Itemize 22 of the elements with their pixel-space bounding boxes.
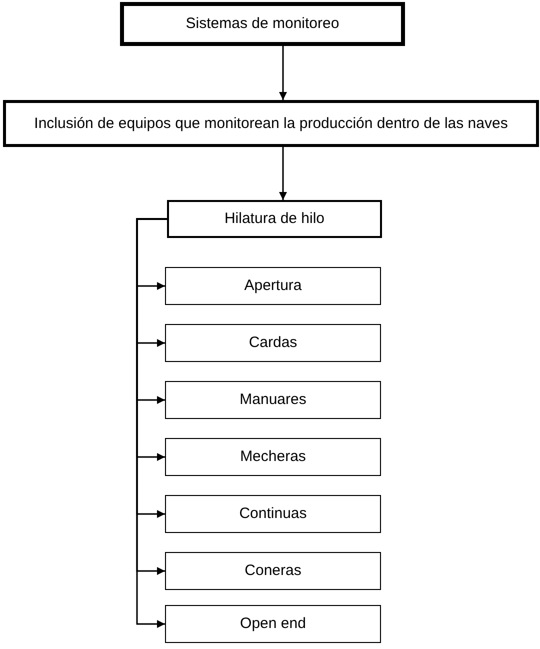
process-box — [120, 2, 405, 46]
process-box — [165, 495, 381, 533]
box-label: Sistemas de monitoreo — [186, 15, 340, 33]
process-box — [165, 324, 381, 362]
process-box — [167, 200, 382, 238]
box-label: Inclusión de equipos que monitorean la producción dentro de las naves — [34, 114, 508, 132]
process-box — [165, 438, 381, 476]
box-label: Mecheras — [240, 448, 306, 466]
box-label: Open end — [240, 615, 306, 633]
box-label: Manuares — [240, 391, 306, 409]
arrow — [279, 147, 287, 200]
process-box — [3, 100, 539, 147]
arrow — [279, 46, 287, 100]
process-box — [165, 605, 381, 643]
box-label: Coneras — [244, 562, 302, 580]
process-box — [165, 381, 381, 419]
process-box — [165, 552, 381, 590]
box-label: Continuas — [239, 505, 307, 523]
box-label: Apertura — [244, 277, 302, 295]
process-box — [165, 267, 381, 305]
box-label: Hilatura de hilo — [224, 210, 325, 228]
box-label: Cardas — [248, 334, 298, 352]
